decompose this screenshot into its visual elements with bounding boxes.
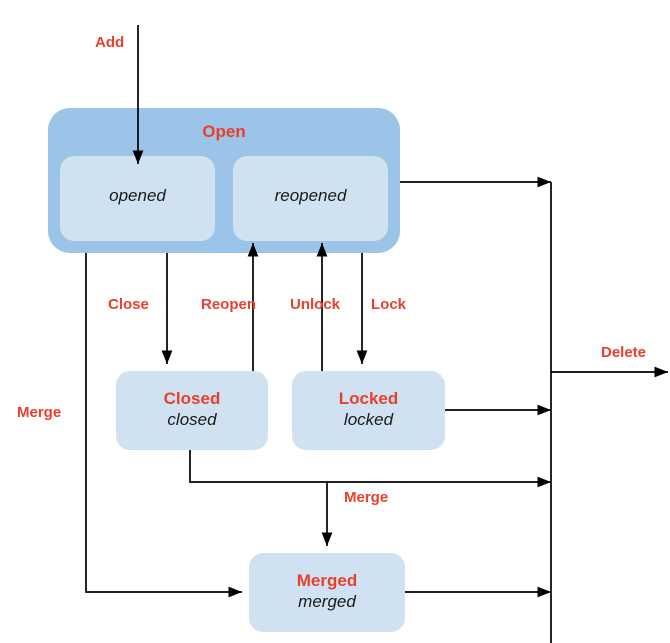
node-closed-shape — [116, 371, 268, 450]
edge-merge-closed — [189, 450, 333, 546]
edge-merge-open — [85, 253, 242, 598]
node-locked-shape — [292, 371, 445, 450]
node-reopened-shape — [233, 156, 388, 241]
node-merged-shape — [249, 553, 405, 632]
node-opened-shape — [60, 156, 215, 241]
